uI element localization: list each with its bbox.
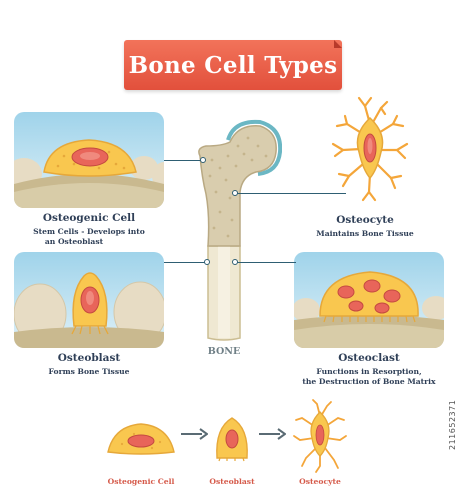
- osteoclast-panel: [294, 252, 444, 348]
- leader-osteoblast: [164, 262, 206, 263]
- osteogenic-desc-1: Stem Cells - Develops into: [33, 227, 145, 236]
- osteoblast-desc: Forms Bone Tissue: [48, 367, 130, 376]
- flow-label-osteogenic: Osteogenic Cell: [107, 477, 175, 486]
- flow-osteocyte: [292, 398, 348, 474]
- osteogenic-desc-2: an Osteoblast: [44, 237, 104, 246]
- bone-label: BONE: [207, 346, 241, 357]
- osteoclast-desc-2: the Destruction of Bone Matrix: [302, 377, 436, 386]
- flow-osteogenic-cell: [104, 416, 178, 458]
- leader-osteocyte: [236, 193, 346, 194]
- leader-dot-osteogenic: [200, 157, 206, 163]
- leader-dot-osteoclast: [232, 259, 238, 265]
- leader-dot-osteoblast: [204, 259, 210, 265]
- osteocyte-title: Osteocyte: [336, 214, 394, 226]
- leader-osteoclast: [236, 262, 296, 263]
- title-banner: Bone Cell Types: [124, 40, 342, 90]
- flow-label-osteoblast: Osteoblast: [209, 477, 255, 486]
- osteoblast-panel: [14, 252, 164, 348]
- osteogenic-panel: [14, 112, 164, 208]
- flow-label-osteocyte: Osteocyte: [299, 477, 341, 486]
- flow-arrow-2: [258, 426, 287, 440]
- osteoclast-title: Osteoclast: [338, 352, 400, 364]
- flow-arrow-1: [180, 426, 209, 440]
- bone-illustration: [182, 116, 283, 342]
- page-title: Bone Cell Types: [128, 51, 338, 79]
- osteoclast-desc-1: Functions in Resorption,: [316, 367, 422, 376]
- side-credit: 211652371: [448, 399, 457, 450]
- osteocyte-illustration: [325, 94, 415, 204]
- osteocyte-desc: Maintains Bone Tissue: [316, 229, 414, 238]
- leader-dot-osteocyte: [232, 190, 238, 196]
- osteogenic-title: Osteogenic Cell: [42, 212, 136, 224]
- flow-osteoblast: [211, 412, 253, 462]
- banner-fold: [334, 40, 342, 48]
- leader-osteogenic: [164, 160, 202, 161]
- osteoblast-title: Osteoblast: [57, 352, 121, 364]
